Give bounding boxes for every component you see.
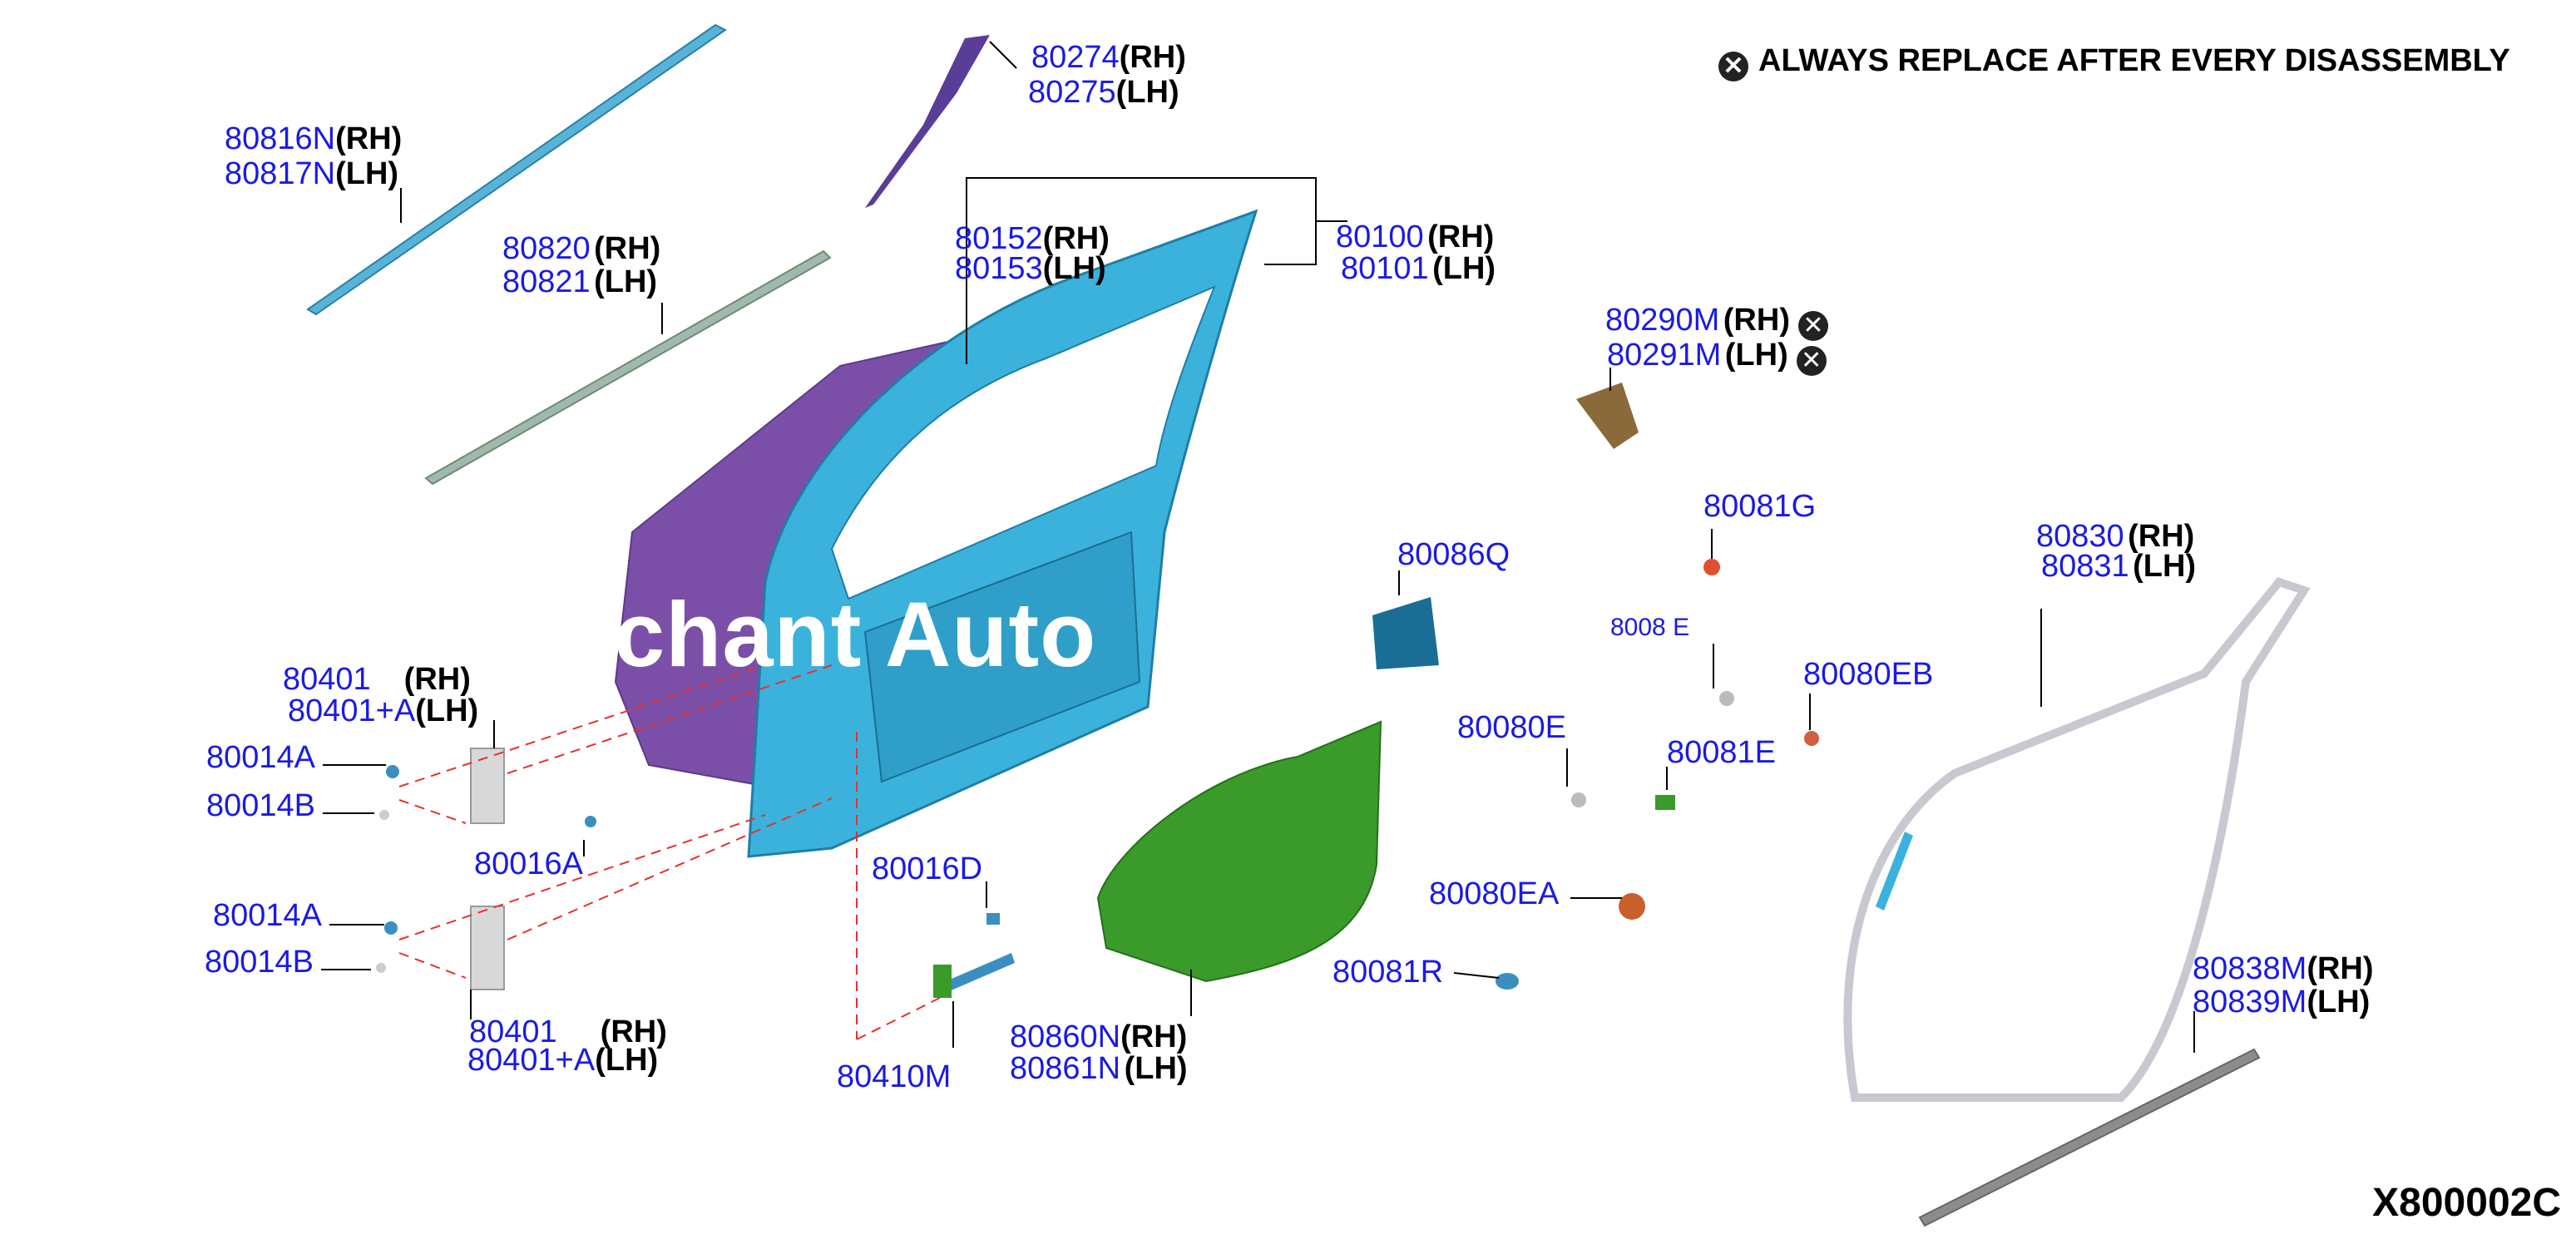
hinge-lower (470, 906, 505, 990)
label-80014b-top: 80014B (206, 788, 316, 823)
bolt-80014a-top (386, 765, 399, 778)
stopper-80290m (1576, 383, 1639, 449)
label-80291m: 80291M (LH)✕ (1607, 339, 1827, 376)
sill-moulding (1918, 1048, 2261, 1227)
label-80080eb: 80080EB (1803, 657, 1934, 692)
label-80014a-top: 80014A (206, 740, 316, 775)
weatherstrip-blue (1876, 832, 1913, 911)
label-80086q: 80086Q (1397, 537, 1510, 572)
outer-belt-moulding (306, 23, 727, 316)
door-panel-detail (863, 531, 1141, 783)
label-8008e-partial: 8008 E (1610, 614, 1690, 641)
bolt-80014a-bot (384, 921, 398, 935)
checker-bracket (933, 965, 952, 998)
bolt-80016a (585, 816, 596, 827)
label-80861n: 80861N (LH) (1010, 1051, 1188, 1086)
nut-80014b-top (379, 810, 389, 820)
label-80817n: 80817N(LH) (225, 156, 399, 191)
x-circle-icon: ✕ (1718, 52, 1748, 81)
inner-belt-weatherstrip (424, 249, 832, 486)
label-80081r: 80081R (1332, 955, 1444, 990)
label-80401a-top: 80401+A(LH) (288, 694, 479, 728)
label-80290m: 80290M (RH)✕ (1605, 304, 1828, 341)
seal-80086q (1372, 597, 1439, 669)
label-80100: 80100 (RH) (1336, 220, 1495, 254)
door-trim-board (1096, 720, 1382, 983)
label-80081e: 80081E (1667, 735, 1777, 770)
checker-80410m (938, 953, 1015, 995)
label-80410m: 80410M (837, 1059, 952, 1094)
label-80820: 80820 (RH) (502, 231, 661, 266)
label-80821: 80821 (LH) (502, 264, 658, 299)
label-80152: 80152(RH) (955, 221, 1110, 256)
label-80401a-bot: 80401+A(LH) (467, 1043, 659, 1078)
label-80016a: 80016A (474, 847, 584, 881)
label-80081g: 80081G (1703, 489, 1817, 524)
label-80830: 80830 (RH) (2036, 519, 2195, 554)
label-80014b-bot: 80014B (205, 945, 314, 980)
label-80153: 80153(LH) (955, 251, 1106, 286)
label-80816n: 80816N(RH) (225, 121, 403, 156)
assembly-lines (398, 664, 941, 1040)
grommet-80081e-top (1719, 691, 1734, 706)
plug-80080ea (1619, 893, 1645, 920)
grommet-80080eb (1804, 731, 1819, 746)
label-80860n: 80860N(RH) (1010, 1019, 1188, 1054)
label-80401-bot: 80401(RH) (469, 1014, 667, 1049)
label-80839m: 80839M(LH) (2193, 985, 2371, 1019)
label-80838m: 80838M(RH) (2193, 951, 2374, 986)
clip-80081e (1655, 795, 1675, 810)
sash-tape (865, 35, 990, 208)
x-circle-icon: ✕ (1797, 311, 1828, 341)
label-80275: 80275(LH) (1028, 75, 1179, 110)
watermark-text: chant Auto (614, 584, 1097, 686)
door-window-opening (830, 285, 1216, 600)
x-circle-icon: ✕ (1796, 346, 1827, 376)
label-80401-top: 80401(RH) (283, 662, 471, 697)
door-weatherstrip (1843, 577, 2311, 1102)
label-80101: 80101 (LH) (1341, 251, 1496, 286)
nut-80014b-bot (376, 963, 386, 973)
pad-80081r (1496, 973, 1519, 990)
notice: ✕ ALWAYS REPLACE AFTER EVERY DISASSEMBLY (1718, 43, 2510, 81)
clip-80081g (1703, 559, 1720, 575)
leader-lines (321, 41, 2195, 1053)
clip-80080e (1571, 792, 1586, 807)
hinge-upper (470, 748, 505, 824)
pin-80016d (986, 913, 1000, 925)
label-80080ea: 80080EA (1429, 876, 1560, 911)
label-80080e: 80080E (1457, 710, 1567, 745)
label-80014a-bot: 80014A (213, 898, 323, 933)
label-80016d: 80016D (872, 851, 983, 886)
diagram-code: X800002C (2372, 1181, 2561, 1225)
label-80831: 80831 (LH) (2041, 549, 2197, 584)
notice-text: ALWAYS REPLACE AFTER EVERY DISASSEMBLY (1758, 43, 2510, 78)
leader-80100 (1264, 220, 1347, 265)
label-80274: 80274(RH) (1031, 40, 1186, 75)
